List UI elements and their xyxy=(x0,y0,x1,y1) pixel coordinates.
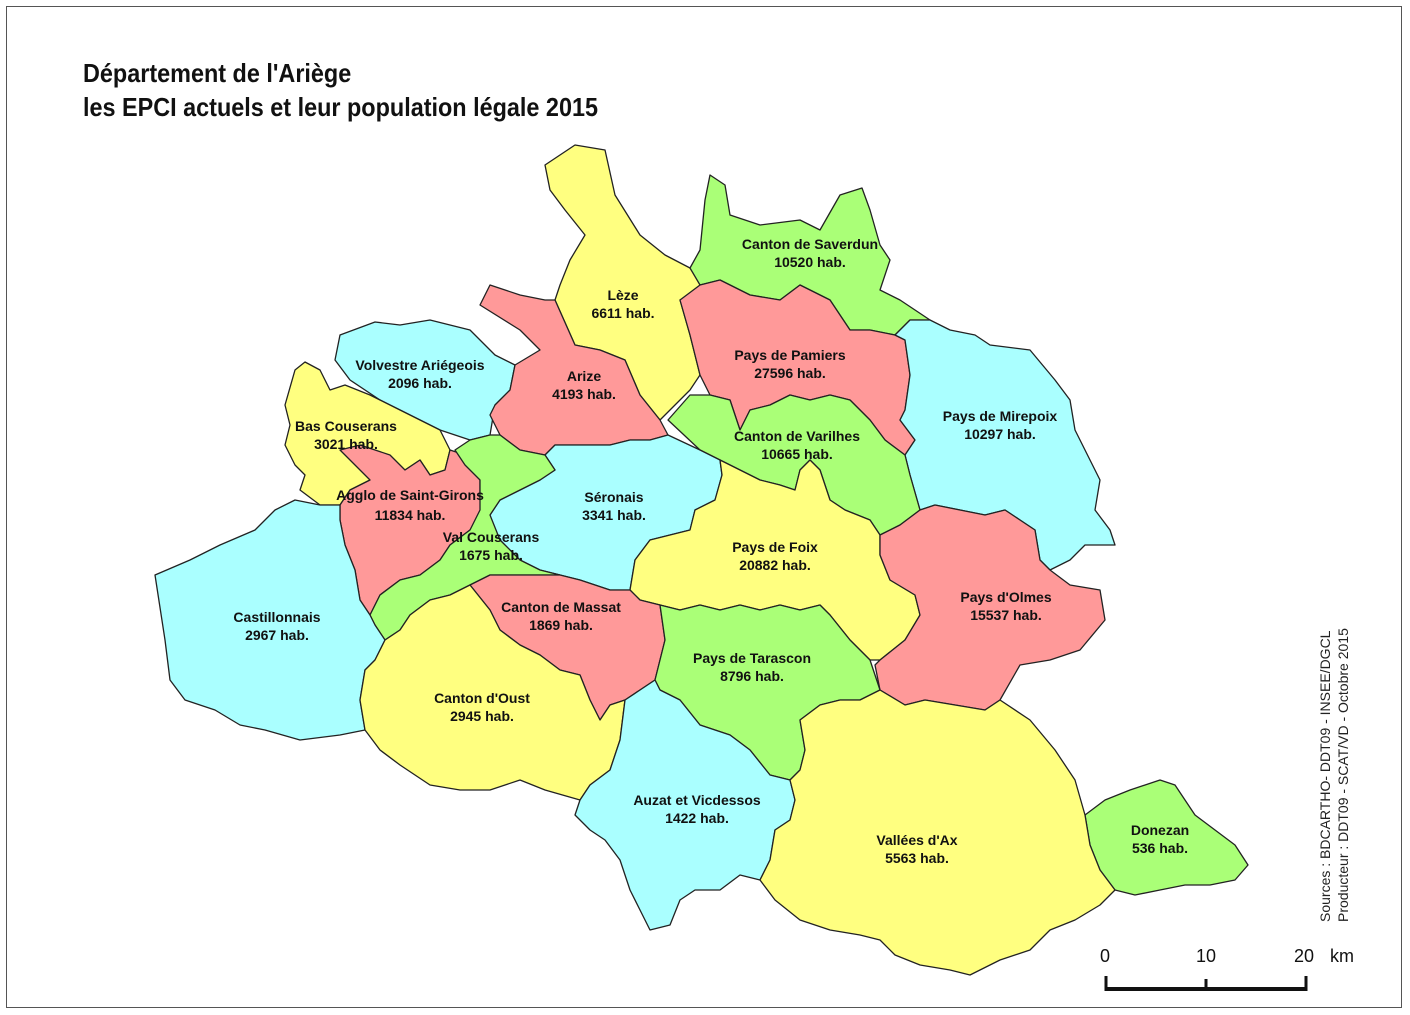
label-auzat-pop: 1422 hab. xyxy=(665,810,729,826)
title-line-1: Département de l'Ariège xyxy=(83,58,352,88)
label-arize-pop: 4193 hab. xyxy=(552,386,616,402)
label-varilhes-name: Canton de Varilhes xyxy=(734,428,860,444)
scale-tick-20: 20 xyxy=(1294,946,1315,966)
scale-bar-graphic xyxy=(1104,976,1308,991)
label-pamiers-name: Pays de Pamiers xyxy=(734,347,846,363)
label-valcouserans-pop: 1675 hab. xyxy=(459,547,523,563)
scale-tick-10: 10 xyxy=(1196,946,1217,966)
label-volvestre-name: Volvestre Ariégeois xyxy=(355,357,484,373)
label-castillonnais-pop: 2967 hab. xyxy=(245,627,309,643)
label-tarascon-pop: 8796 hab. xyxy=(720,668,784,684)
label-donezan-name: Donezan xyxy=(1131,822,1189,838)
label-mirepoix-name: Pays de Mirepoix xyxy=(943,408,1058,424)
label-olmes-pop: 15537 hab. xyxy=(970,607,1042,623)
label-volvestre-pop: 2096 hab. xyxy=(388,375,452,391)
label-seronais-name: Séronais xyxy=(584,489,643,505)
sources-credit: Sources : BDCARTHO- DDT09 - INSEE/DGCL P… xyxy=(1316,628,1352,922)
label-olmes-name: Pays d'Olmes xyxy=(960,589,1051,605)
label-stgirons-pop: 11834 hab. xyxy=(375,507,446,523)
map-frame xyxy=(6,6,1402,1008)
label-donezan-pop: 536 hab. xyxy=(1132,840,1188,856)
sources-line-2: Producteur : DDT09 - SCAT/VD - Octobre 2… xyxy=(1335,628,1351,922)
label-oust-name: Canton d'Oust xyxy=(434,690,530,706)
sources-line-1: Sources : BDCARTHO- DDT09 - INSEE/DGCL xyxy=(1317,630,1333,922)
label-ax-name: Vallées d'Ax xyxy=(876,832,957,848)
region-olmes[interactable] xyxy=(874,504,1106,711)
label-bascouserans-pop: 3021 hab. xyxy=(314,436,378,452)
label-saverdun-name: Canton de Saverdun xyxy=(742,236,878,252)
label-foix-name: Pays de Foix xyxy=(732,539,818,555)
label-castillonnais-name: Castillonnais xyxy=(233,609,320,625)
label-leze-name: Lèze xyxy=(607,287,638,303)
label-pamiers-pop: 27596 hab. xyxy=(754,365,826,381)
label-foix-pop: 20882 hab. xyxy=(739,557,811,573)
label-massat-pop: 1869 hab. xyxy=(529,617,593,633)
region-ax[interactable] xyxy=(759,689,1116,976)
title-line-2: les EPCI actuels et leur population léga… xyxy=(83,92,598,122)
label-varilhes-pop: 10665 hab. xyxy=(761,446,833,462)
region-leze[interactable] xyxy=(544,144,706,421)
label-saverdun-pop: 10520 hab. xyxy=(774,254,846,270)
scale-unit: km xyxy=(1330,946,1354,966)
label-arize-name: Arize xyxy=(567,368,601,384)
scale-tick-0: 0 xyxy=(1100,946,1111,966)
label-massat-name: Canton de Massat xyxy=(501,599,621,615)
label-ax-pop: 5563 hab. xyxy=(885,850,949,866)
label-auzat-name: Auzat et Vicdessos xyxy=(633,792,761,808)
map-title: Département de l'Ariège les EPCI actuels… xyxy=(83,56,598,124)
label-stgirons-name: Agglo de Saint-Girons xyxy=(336,487,484,503)
region-castillonnais[interactable] xyxy=(154,499,386,741)
label-tarascon-name: Pays de Tarascon xyxy=(693,650,811,666)
label-oust-pop: 2945 hab. xyxy=(450,708,514,724)
label-mirepoix-pop: 10297 hab. xyxy=(964,426,1036,442)
label-bascouserans-name: Bas Couserans xyxy=(295,418,397,434)
label-seronais-pop: 3341 hab. xyxy=(582,507,646,523)
region-auzat[interactable] xyxy=(574,679,796,931)
scale-bar: 0 10 20 km xyxy=(1098,946,1358,996)
label-leze-pop: 6611 hab. xyxy=(591,305,654,321)
label-valcouserans-name: Val Couserans xyxy=(443,529,540,545)
